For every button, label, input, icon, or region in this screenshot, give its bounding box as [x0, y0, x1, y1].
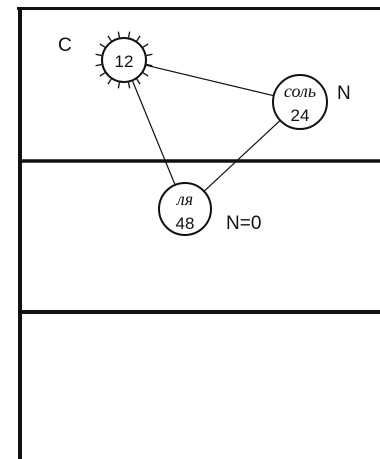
sun-ray	[146, 63, 153, 67]
sun-rays	[95, 31, 153, 89]
node-c: 12 C	[58, 35, 147, 83]
node-c-circle	[101, 37, 147, 83]
sun-ray	[117, 82, 121, 89]
sun-ray	[142, 72, 149, 77]
sun-ray	[127, 31, 131, 38]
node-sol-circle	[272, 74, 328, 130]
sun-ray	[99, 72, 106, 77]
edge-c-la	[131, 80, 176, 186]
node-la-outer-label: N=0	[226, 213, 261, 234]
node-c-outer-label: C	[58, 35, 72, 56]
diagram-frame	[17, 7, 380, 459]
sun-ray	[146, 53, 153, 57]
node-la-note: ля	[176, 189, 193, 209]
node-sol-number: 24	[291, 106, 310, 125]
node-la-circle	[158, 182, 212, 236]
sun-ray	[99, 43, 106, 48]
sun-ray	[142, 43, 149, 48]
sun-ray	[95, 63, 102, 67]
sun-ray	[107, 78, 112, 85]
node-la-number: 48	[176, 214, 195, 233]
edges	[131, 64, 281, 192]
node-sol: соль 24 N	[272, 74, 351, 130]
edge-c-sol	[145, 64, 274, 97]
sun-ray	[127, 82, 131, 89]
node-sol-note: соль	[284, 81, 316, 101]
sun-ray	[136, 35, 141, 42]
node-la: ля 48 N=0	[158, 182, 261, 236]
edge-sol-la	[203, 119, 281, 192]
node-sol-outer-label: N	[337, 83, 351, 104]
sun-ray	[95, 53, 102, 57]
sun-ray	[136, 78, 141, 85]
node-c-number: 12	[115, 52, 134, 71]
sun-ray	[117, 31, 121, 38]
sun-ray	[107, 35, 112, 42]
